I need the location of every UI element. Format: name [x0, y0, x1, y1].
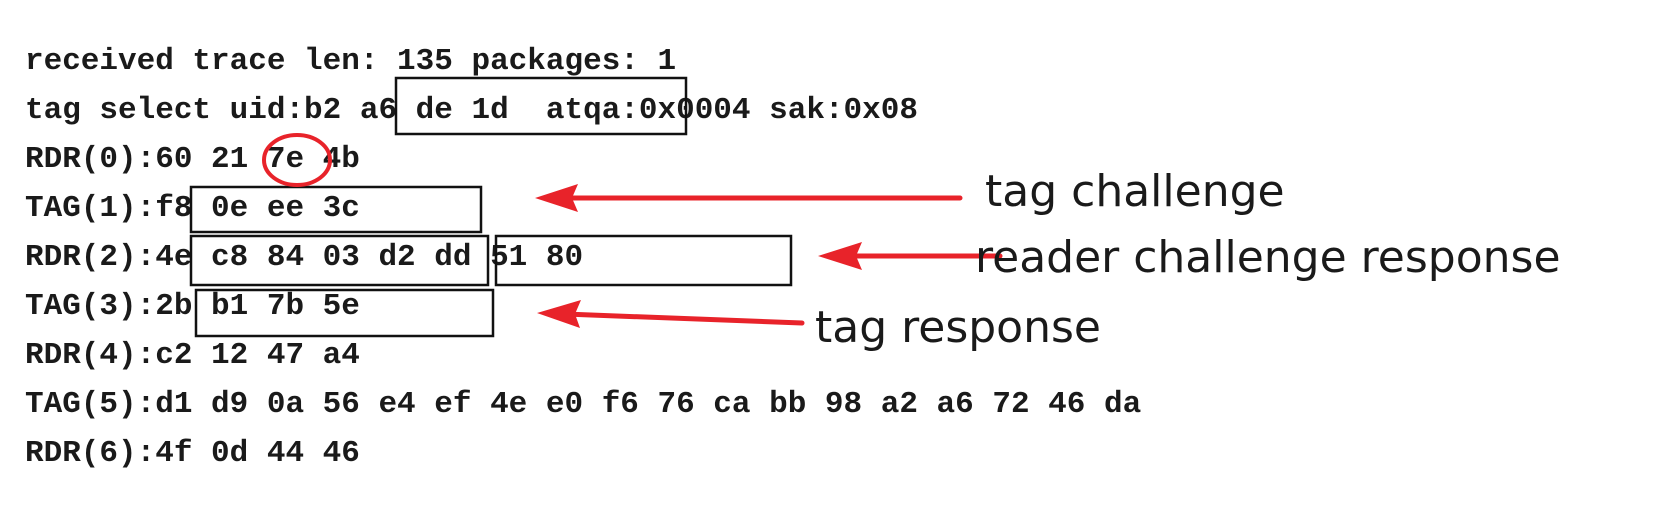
trace-line-rdr4: RDR(4):c2 12 47 a4: [25, 338, 360, 373]
arrow-head: [818, 242, 862, 270]
label-reader-challenge-response: reader challenge response: [975, 232, 1561, 283]
arrow-head: [537, 300, 581, 328]
trace-line-select: tag select uid:b2 a6 de 1d atqa:0x0004 s…: [25, 93, 918, 128]
uid-box: [394, 76, 688, 136]
tag-challenge-box: [189, 185, 483, 234]
arrow-head: [535, 184, 578, 212]
trace-line-rdr6: RDR(6):4f 0d 44 46: [25, 436, 360, 471]
trace-line-rdr0: RDR(0):60 21 7e 4b: [25, 142, 360, 177]
reader-response-box: [494, 234, 793, 287]
arrow-reader-response: [818, 242, 1003, 270]
arrow-line: [562, 311, 805, 326]
trace-line-tag3: TAG(3):2b b1 7b 5e: [25, 289, 360, 324]
trace-text: received trace len: 135 packages: 1 tag …: [25, 44, 1141, 471]
trace-line-tag1: TAG(1):f8 0e ee 3c: [25, 191, 360, 226]
reader-nonce-box: [189, 234, 490, 287]
tag-response-box: [194, 288, 495, 338]
arrow-tag-challenge: [535, 184, 963, 212]
key-number-circle: [262, 133, 332, 187]
trace-line-tag5: TAG(5):d1 d9 0a 56 e4 ef 4e e0 f6 76 ca …: [25, 387, 1141, 422]
trace-line-rdr2: RDR(2):4e c8 84 03 d2 dd 51 80: [25, 240, 583, 275]
arrow-tag-response: [537, 300, 805, 328]
label-tag-response: tag response: [815, 302, 1101, 353]
trace-line-header: received trace len: 135 packages: 1: [25, 44, 676, 79]
label-tag-challenge: tag challenge: [985, 166, 1285, 217]
